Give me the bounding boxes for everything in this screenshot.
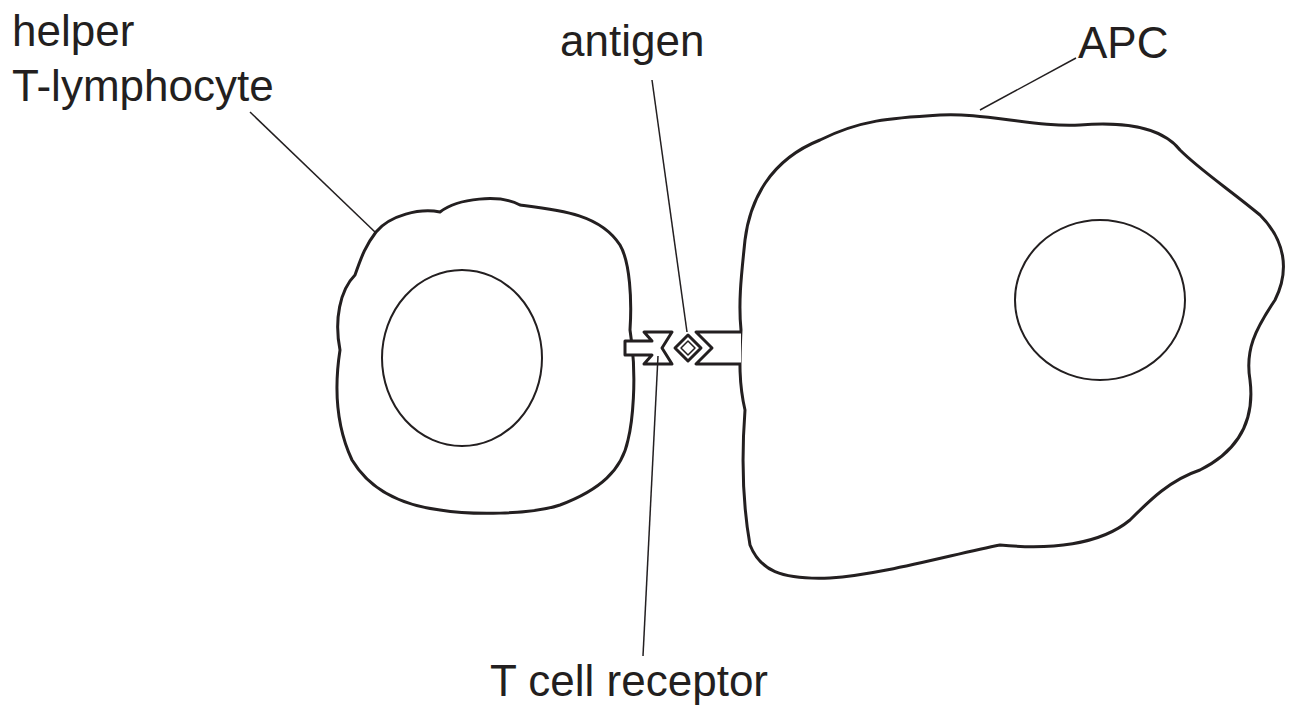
- leader-line: [980, 58, 1076, 110]
- label-word: antigen: [560, 16, 704, 65]
- t-cell-receptor-symbol: [625, 332, 672, 364]
- label-word: APC: [1078, 18, 1168, 67]
- leader-line: [652, 80, 687, 332]
- t-cell-membrane: [337, 199, 634, 514]
- mhc-symbol: [696, 332, 741, 364]
- t-cell-nucleus: [382, 270, 542, 446]
- part-label: antigen: [560, 16, 780, 66]
- label-word: helper: [12, 6, 134, 55]
- part-label: T cell receptor: [490, 656, 830, 706]
- part-label: APC: [1078, 18, 1238, 68]
- label-word: cell: [528, 656, 594, 705]
- leader-line: [250, 112, 375, 232]
- apc-nucleus: [1015, 220, 1185, 380]
- apc-membrane: [740, 115, 1284, 579]
- leader-line: [643, 356, 658, 656]
- label-word: T-lymphocyte: [12, 61, 274, 110]
- label-word: receptor: [607, 656, 768, 705]
- label-word: T: [490, 656, 516, 705]
- antigen-symbol: [675, 335, 701, 361]
- antigen-symbol-inner: [681, 341, 695, 355]
- part-label: helper T-lymphocyte: [12, 3, 302, 113]
